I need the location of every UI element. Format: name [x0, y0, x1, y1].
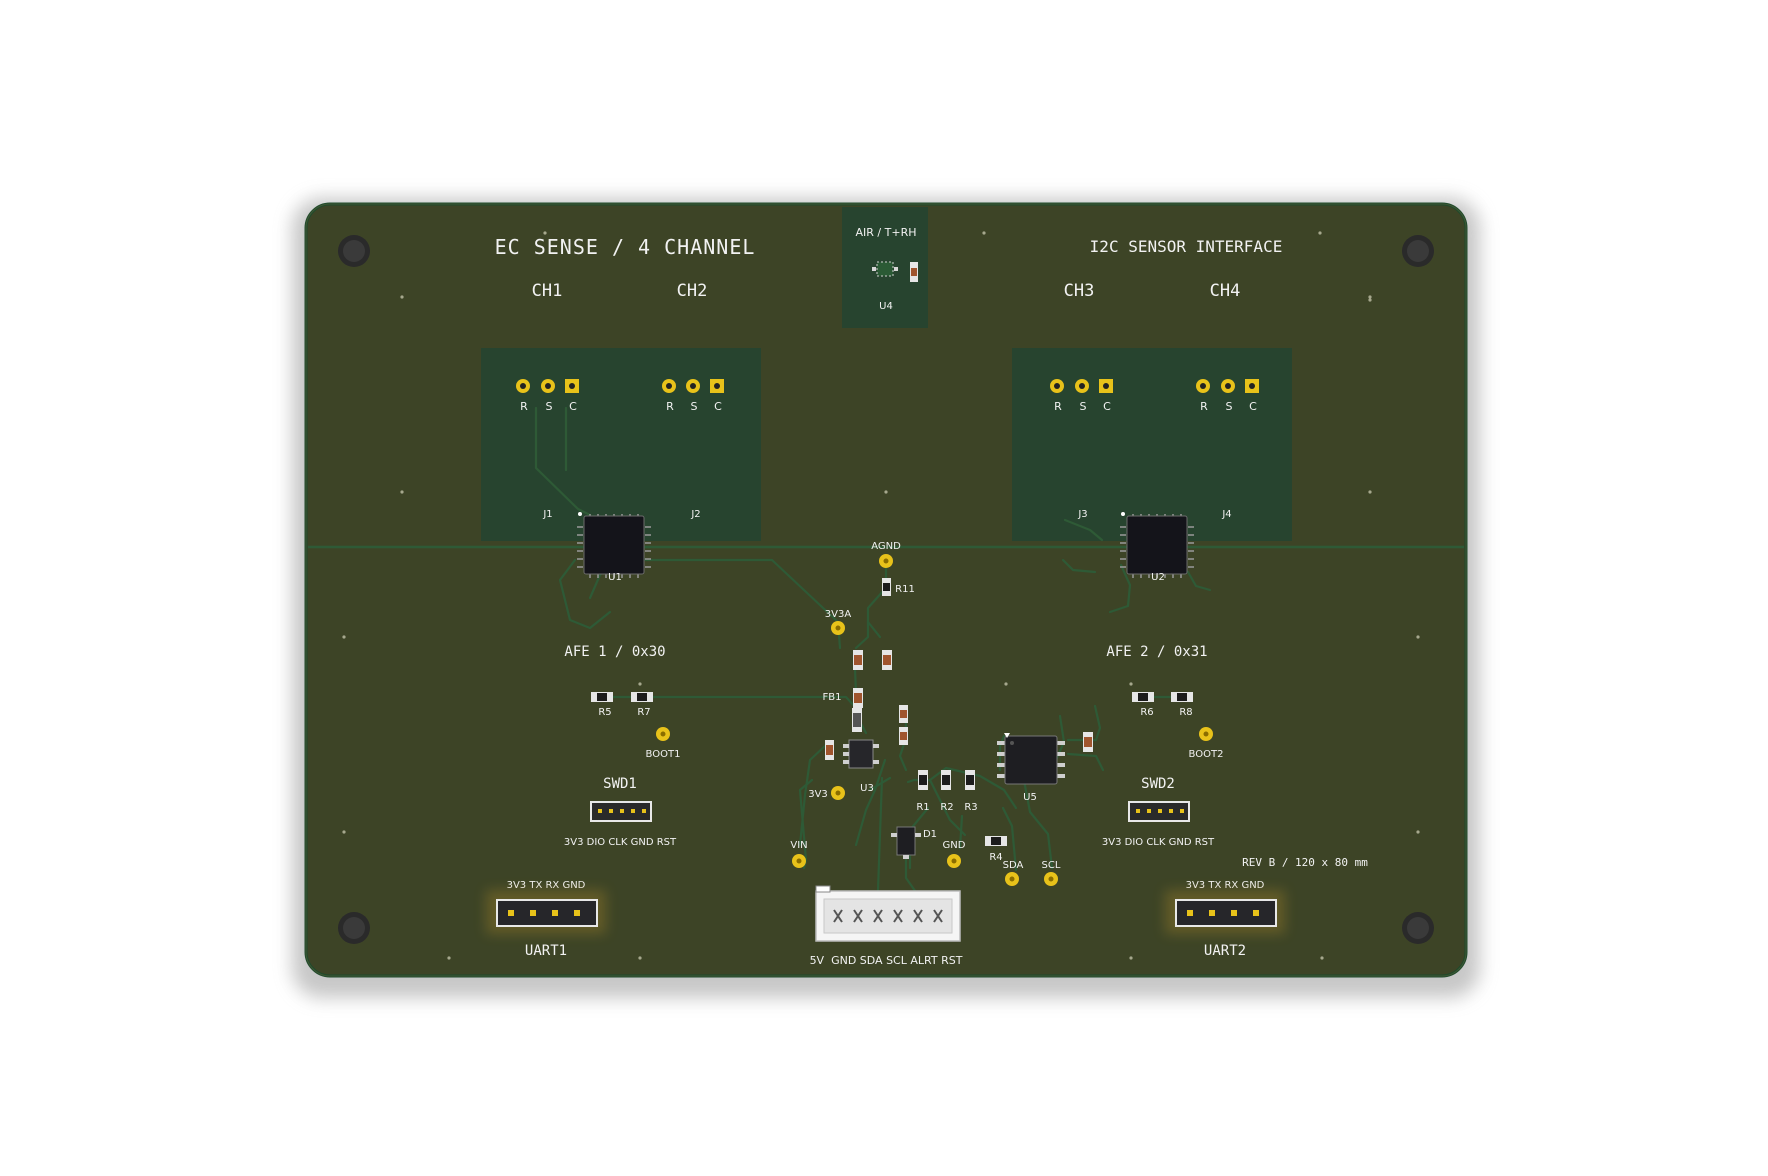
swd2-header: [1128, 801, 1190, 822]
connector-label-j2: J2: [690, 509, 700, 520]
uart2-pin-labels: 3V3 TX RX GND: [1186, 880, 1265, 891]
mounting-holes: [338, 235, 1434, 944]
swd1-header: [590, 801, 652, 822]
u5-ref: U5: [1023, 792, 1037, 803]
fb1-ref: FB1: [823, 692, 842, 703]
r2-ref: R2: [940, 802, 953, 813]
pin-label-s: S: [546, 400, 553, 413]
pin-label-s: S: [1226, 400, 1233, 413]
pin-label-r: R: [666, 400, 674, 413]
i2c-header-connector: [815, 885, 961, 942]
pin-label-c: C: [1249, 400, 1257, 413]
test-point-scl-label: SCL: [1042, 860, 1061, 871]
test-point-gnd-label: GND: [943, 840, 966, 851]
pin-label-c: C: [569, 400, 577, 413]
uart1-header: [486, 890, 606, 934]
air-sensor-title: AIR / T+RH: [856, 226, 917, 239]
test-point-3v3a-label: 3V3A: [825, 609, 852, 620]
afe2-label: AFE 2 / 0x31: [1106, 644, 1207, 660]
electrode-pads-ch2: [662, 379, 724, 393]
u3-ref: U3: [860, 783, 874, 794]
pin-label-s: S: [691, 400, 698, 413]
u3-regulator: [843, 739, 879, 769]
air-sensor-ref: U4: [879, 301, 893, 312]
test-point-pads: [656, 554, 1213, 886]
d1-ref: D1: [923, 829, 937, 840]
connector-label-j3: J3: [1077, 509, 1087, 520]
board-title-right: I2C SENSOR INTERFACE: [1090, 237, 1283, 256]
r5-ref: R5: [598, 707, 611, 718]
swd2-pin-labels: 3V3 DIO CLK GND RST: [1102, 837, 1215, 848]
uart1-pin-labels: 3V3 TX RX GND: [507, 880, 586, 891]
afe2-ref: U2: [1151, 572, 1165, 583]
d1-diode: [891, 826, 921, 859]
test-point-agnd-label: AGND: [871, 541, 901, 552]
r11-ref: R11: [895, 584, 915, 595]
i2c-header-pin-labels: 5V GND SDA SCL ALRT RST: [810, 954, 963, 967]
pin-label-s: S: [1080, 400, 1087, 413]
test-point-3v3-label: 3V3: [808, 789, 828, 800]
pin-label-c: C: [714, 400, 722, 413]
test-point-sda-label: SDA: [1003, 860, 1024, 871]
connector-label-j4: J4: [1221, 509, 1231, 520]
test-point-vin-label: VIN: [790, 840, 807, 851]
electrode-pads-ch3: [1050, 379, 1113, 393]
connector-label-j1: J1: [542, 509, 552, 520]
afe1-ref: U1: [608, 572, 622, 583]
afe2-analog-pour: [1012, 348, 1292, 541]
r4-ref: R4: [989, 852, 1002, 863]
smd-passives: [591, 578, 1193, 846]
swd1-pin-labels: 3V3 DIO CLK GND RST: [564, 837, 677, 848]
test-point-boot2-label: BOOT2: [1189, 749, 1224, 760]
r6-ref: R6: [1140, 707, 1153, 718]
swd2-label: SWD2: [1141, 776, 1175, 792]
electrode-pads-ch4: [1196, 379, 1259, 393]
channel-label-ch2: CH2: [677, 281, 708, 301]
afe1-chip: [577, 512, 651, 578]
air-sensor-chip: [872, 261, 918, 282]
test-point-boot1-label: BOOT1: [646, 749, 681, 760]
uart2-label: UART2: [1204, 943, 1246, 959]
board-title-left: EC SENSE / 4 CHANNEL: [495, 235, 756, 259]
afe1-label: AFE 1 / 0x30: [564, 644, 665, 660]
revision-label: REV B / 120 x 80 mm: [1242, 856, 1368, 869]
channel-label-ch4: CH4: [1210, 281, 1241, 301]
afe2-chip: [1120, 512, 1194, 578]
r8-ref: R8: [1179, 707, 1192, 718]
afe1-analog-pour: [481, 348, 761, 541]
r7-ref: R7: [637, 707, 650, 718]
u5-chip: [997, 733, 1065, 785]
swd1-label: SWD1: [603, 776, 637, 792]
pin-label-c: C: [1103, 400, 1111, 413]
stitching-vias: [342, 231, 1420, 960]
channel-label-ch1: CH1: [532, 281, 563, 301]
electrode-pads-ch1: [516, 379, 579, 393]
pin-label-r: R: [1200, 400, 1208, 413]
r1-ref: R1: [916, 802, 929, 813]
pin-label-r: R: [520, 400, 528, 413]
uart2-header: [1165, 890, 1285, 934]
pin-label-r: R: [1054, 400, 1062, 413]
r3-ref: R3: [964, 802, 977, 813]
uart1-label: UART1: [525, 943, 567, 959]
channel-label-ch3: CH3: [1064, 281, 1095, 301]
